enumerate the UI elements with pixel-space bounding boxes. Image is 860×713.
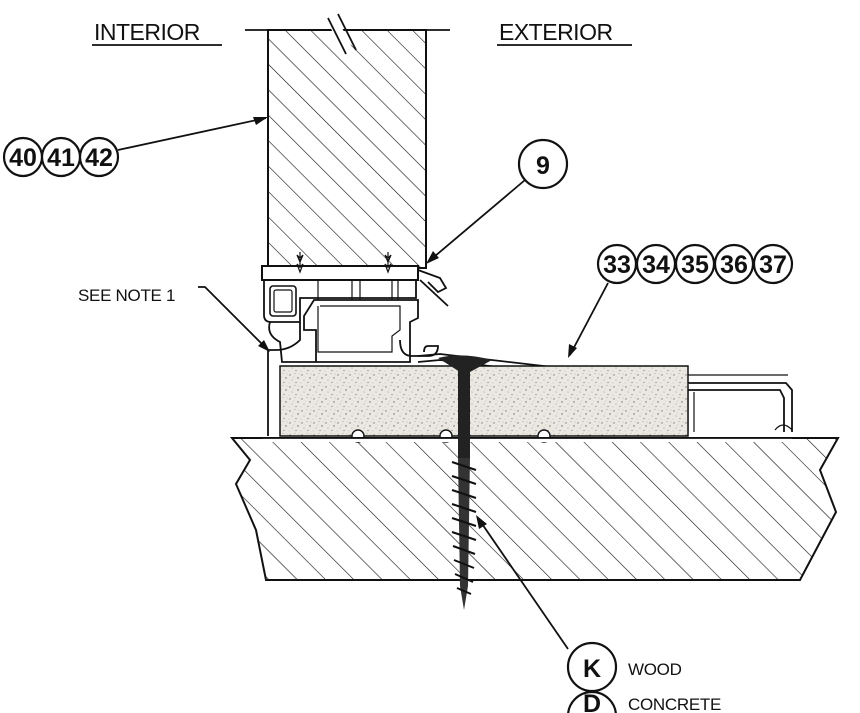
callout-9-label: 9 xyxy=(536,152,550,180)
foam-sill-block xyxy=(279,365,689,437)
callout-40: 40 xyxy=(9,144,37,172)
fastener-screw xyxy=(438,355,492,610)
interior-heading: INTERIOR xyxy=(94,19,200,45)
callout-41: 41 xyxy=(47,144,75,172)
wall-panel xyxy=(245,13,450,269)
note-text: SEE NOTE 1 xyxy=(78,286,175,305)
legend-label-wood: WOOD xyxy=(628,660,682,679)
legend-code-wood: K xyxy=(583,655,601,683)
callout-group-right: 33 34 35 36 37 xyxy=(568,243,794,358)
exterior-heading: EXTERIOR xyxy=(499,19,613,45)
legend-code-concrete: D xyxy=(583,690,601,713)
callout-33: 33 xyxy=(603,251,631,279)
fastener-legend: K WOOD D CONCRETE xyxy=(476,515,721,713)
legend-label-concrete: CONCRETE xyxy=(628,695,721,713)
callout-42: 42 xyxy=(85,144,113,172)
callout-35: 35 xyxy=(681,251,709,279)
callout-37: 37 xyxy=(759,251,787,279)
sill-frame-profile xyxy=(261,252,793,436)
callout-9: 9 xyxy=(426,138,569,264)
note-callout: SEE NOTE 1 xyxy=(78,286,270,352)
callout-36: 36 xyxy=(720,251,748,279)
substrate-slab xyxy=(229,437,840,581)
callout-group-left: 40 41 42 xyxy=(2,117,268,178)
callout-34: 34 xyxy=(642,251,670,279)
